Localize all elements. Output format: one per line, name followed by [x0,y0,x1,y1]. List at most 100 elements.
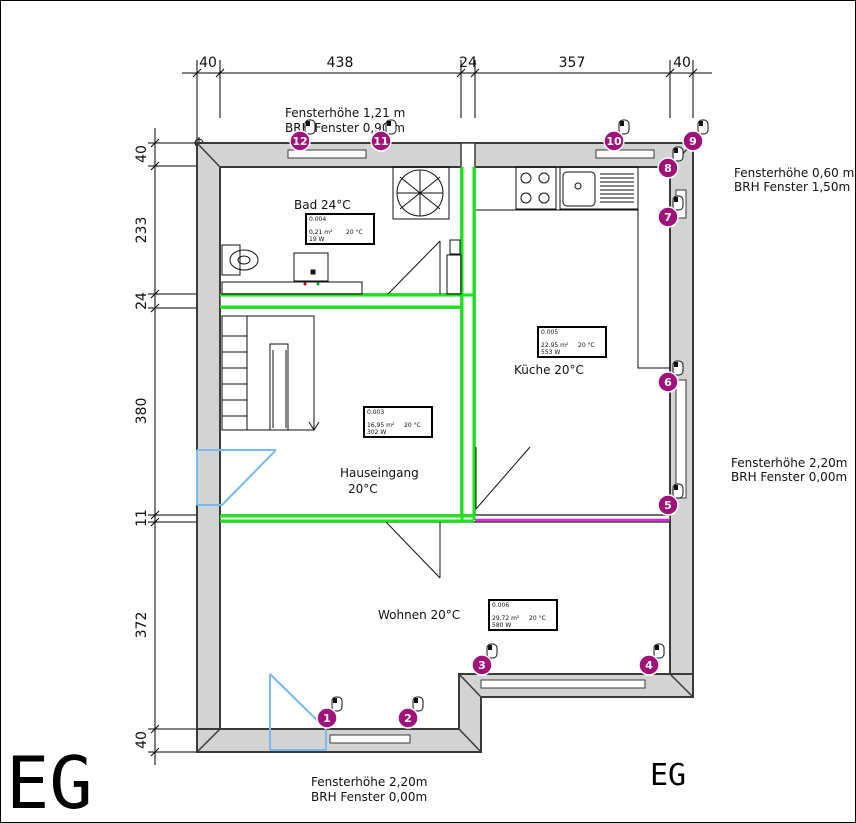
mouse-button-icon [699,121,703,126]
mouse-button-icon [414,698,418,703]
room-label-bad: Bad 24°C [294,198,351,212]
window-marker-7[interactable]: 7 [657,195,684,228]
mouse-button-icon [488,645,492,650]
tag-kueche-temp: 20 °C [578,342,595,349]
marker-circle [682,130,704,152]
tag-hauseingang-power: 302 W [367,429,386,436]
bath-cabinet [446,254,462,295]
marker-circle [397,707,419,729]
room-tag-kueche: 0.005 22,95 m² 20 °C 553 W [537,326,607,358]
window-marker-3[interactable]: 3 [471,643,498,676]
mouse-button-icon [387,121,391,126]
marker-number: 6 [664,376,672,389]
note-bottom-line2: BRH Fenster 0,00m [311,790,427,804]
dim-left-7: 40 [134,731,150,749]
kitchen-counter [476,166,670,369]
note-right-mid-line2: BRH Fenster 0,00m [731,470,847,484]
dim-top-5: 40 [673,55,691,71]
marker-number: 11 [373,135,388,148]
tag-wohnen-power: 580 W [492,622,511,629]
window-marker-4[interactable]: 4 [638,643,665,676]
marker-circle [289,130,311,152]
window-marker-12[interactable]: 12 [289,119,316,152]
dim-left-4: 380 [134,398,150,425]
tag-hauseingang-area: 16,95 m² [367,422,395,429]
floor-label-small: EG [650,758,686,793]
window-marker-5[interactable]: 5 [657,483,684,516]
window-marker-9[interactable]: 9 [682,119,709,152]
dim-top-1: 40 [199,55,217,71]
dim-top-2: 438 [327,55,354,71]
marker-circle [657,157,679,179]
top-dimension-line [182,60,712,143]
entrance-door-swing [196,449,277,506]
note-top-line1: Fensterhöhe 1,21 m [285,106,405,120]
window-marker-10[interactable]: 10 [603,119,630,152]
outer-wall [196,142,694,730]
room-tag-bad: 0.004 0,21 m² 20 °C 19 W [305,213,375,245]
marker-number: 10 [606,135,622,148]
marker-number: 1 [323,712,331,725]
dim-left-2: 233 [134,217,150,244]
tag-kueche-id: 0.005 [541,329,558,336]
staircase [221,315,320,431]
marker-circle [370,130,392,152]
marker-circle [316,707,338,729]
dim-top-3: 24 [459,55,477,71]
marker-circle [657,371,679,393]
highlighted-partition [220,167,476,523]
window-marker-2[interactable]: 2 [397,696,424,729]
room-label-hauseingang: Hauseingang [340,466,419,480]
outer-wall-bottom-right [670,673,694,697]
window-marker-1[interactable]: 1 [316,696,343,729]
mouse-button-icon [306,121,310,126]
tag-bad-area: 0,21 m² [309,229,333,236]
dim-left-3: 24 [134,292,150,310]
room-label-hauseingang-temp: 20°C [348,482,378,496]
tag-hauseingang-id: 0.003 [367,409,384,416]
note-right-mid-line1: Fensterhöhe 2,20m [731,456,847,470]
mouse-button-icon [674,197,678,202]
tag-bad-temp: 20 °C [346,229,363,236]
mouse-button-icon [674,362,678,367]
window-marker-6[interactable]: 6 [657,360,684,393]
marker-circle [638,654,660,676]
left-dimension-line [148,128,205,765]
tag-wohnen-area: 29,72 m² [492,615,520,622]
ventilation-fan [392,166,450,220]
bath-counter [221,252,363,295]
marker-circle [657,206,679,228]
tag-hauseingang-temp: 20 °C [404,422,421,429]
tag-kueche-area: 22,95 m² [541,342,569,349]
toilet-icon [221,244,259,276]
note-right-top-line1: Fensterhöhe 0,60 m [734,166,854,180]
tag-wohnen-id: 0.006 [492,602,509,609]
mouse-button-icon [655,645,659,650]
wall-corner-lines [196,142,694,753]
room-label-kueche: Küche 20°C [514,363,584,377]
marker-number: 3 [478,659,486,672]
marker-number: 2 [404,712,412,725]
tag-kueche-power: 553 W [541,349,560,356]
dim-top-4: 357 [559,55,586,71]
marker-number: 12 [292,135,307,148]
marker-number: 5 [664,499,672,512]
marker-number: 9 [689,135,697,148]
kitchen-door-swing [475,446,531,510]
room-tag-wohnen: 0.006 29,72 m² 20 °C 580 W [488,599,558,631]
note-bottom-line1: Fensterhöhe 2,20m [311,775,427,789]
tag-bad-id: 0.004 [309,216,326,223]
window-marker-8[interactable]: 8 [657,146,684,179]
tag-bad-power: 19 W [309,236,325,243]
living-door-swing [385,521,441,579]
mouse-button-icon [674,485,678,490]
marker-number: 4 [645,659,653,672]
dim-left-1: 40 [134,145,150,163]
floor-label-large: EG [6,741,93,823]
marker-circle [471,654,493,676]
mouse-button-icon [333,698,337,703]
marker-number: 7 [664,211,672,224]
window-marker-11[interactable]: 11 [370,119,397,152]
